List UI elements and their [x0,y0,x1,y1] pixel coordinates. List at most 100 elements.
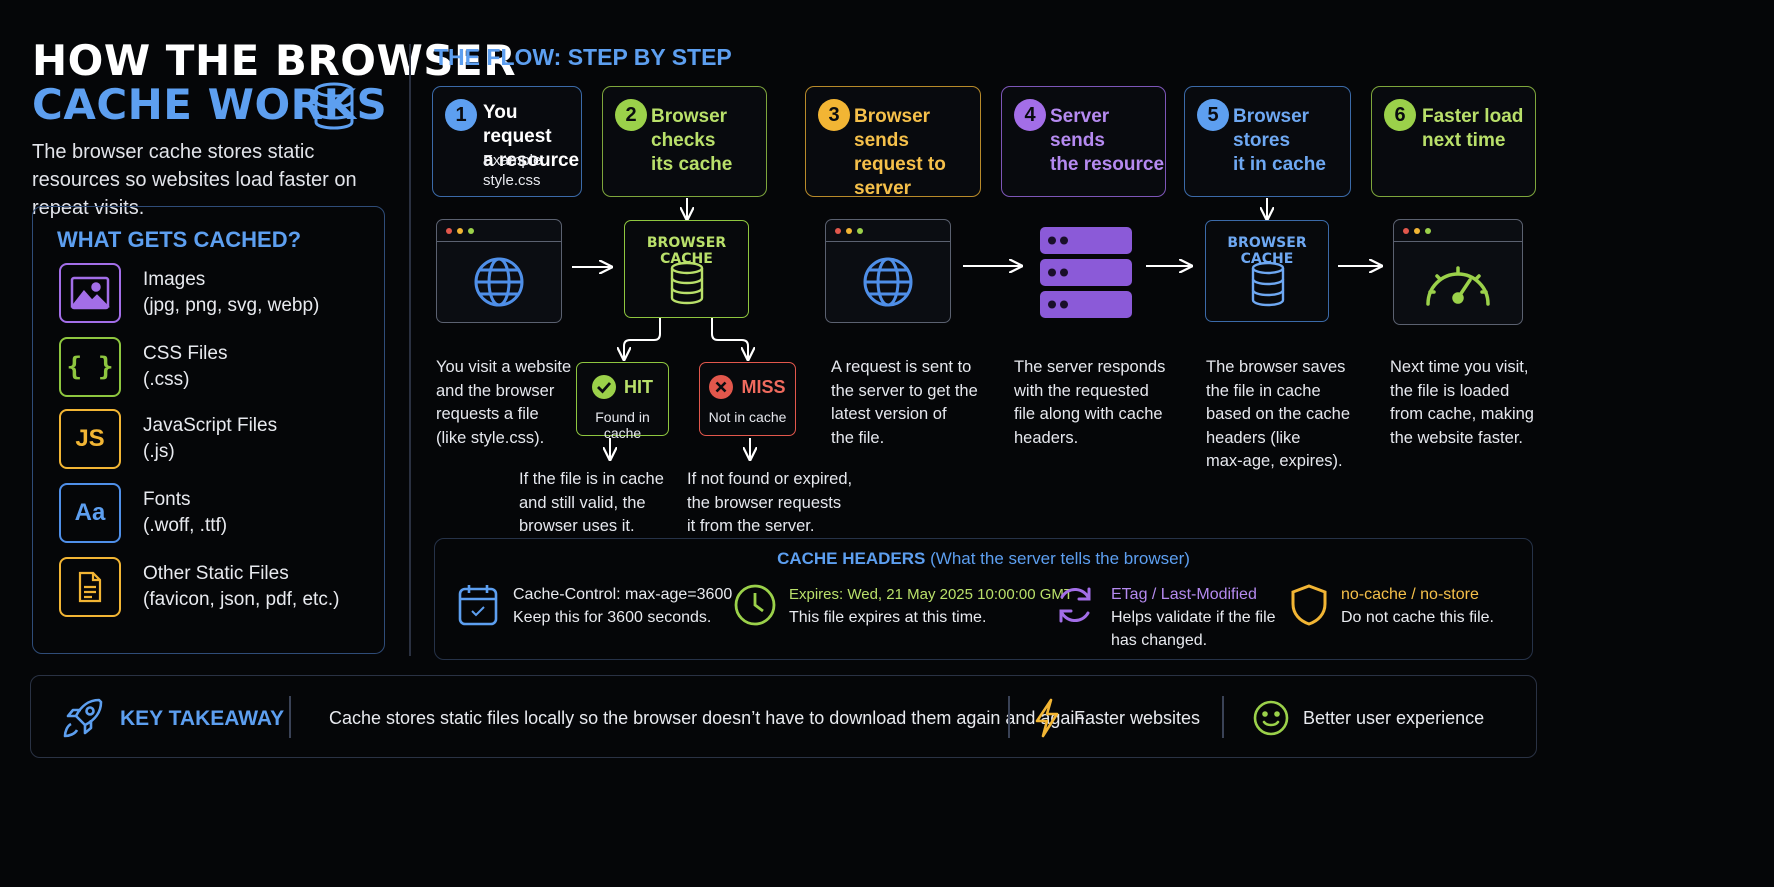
miss-title: MISS [741,376,786,397]
cache-label: BROWSER CACHE [646,235,727,267]
lightning-icon [1033,698,1061,738]
browser-window-2 [825,219,951,323]
divider [1222,696,1224,738]
cached-item-name: JavaScript Files [143,415,278,436]
step-line: the resource [1050,154,1165,175]
cached-item-detail: (.js) [143,441,175,462]
step-card-6: 6 Faster load next time [1371,86,1536,197]
divider [289,696,291,738]
miss-subtitle: Not in cache [708,409,787,425]
header-name: ETag / Last-Modified [1111,586,1257,603]
step-line: it in cache [1233,154,1326,175]
miss-description: If not found or expired,the browser requ… [687,470,853,535]
browser-window-3 [1393,219,1523,325]
calendar-icon [457,583,499,629]
browser-cache-box-2: BROWSER CACHE [1205,220,1329,322]
step-line: Faster load [1422,106,1524,127]
what-gets-cached-panel: WHAT GETS CACHED? Images (jpg, png, svg, … [32,206,385,654]
flow-title: THE FLOW: STEP BY STEP [434,44,732,70]
header-name: Expires: Wed, 21 May 2025 10:00:00 GMT [789,586,1074,603]
globe-icon [437,242,561,308]
speedometer-icon [1394,242,1522,310]
headers-title: CACHE HEADERS (What the server tells the… [777,549,1190,568]
step-number: 6 [1384,99,1416,131]
cached-item-name: Images [143,269,206,290]
hit-subtitle: Found in cache [595,409,650,441]
divider [1008,696,1010,738]
takeaway-label: KEY TAKEAWAY [120,707,285,730]
js-icon: JS [59,409,121,469]
cached-item-name: Fonts [143,489,191,510]
step-line: You request [483,102,552,147]
header-etag: ETag / Last-Modified Helps validate if t… [1053,583,1276,652]
page-subtitle: The browser cache stores static resource… [32,141,357,219]
database-icon [668,261,706,305]
css-braces-icon: { } [59,337,121,397]
server-icon [1040,227,1132,319]
browser-cache-box-1: BROWSER CACHE [624,220,749,318]
cached-item-images: Images (jpg, png, svg, webp) [59,263,319,323]
rocket-icon [59,694,107,742]
cached-item-detail: (favicon, json, pdf, etc.) [143,589,340,610]
shield-icon [1289,583,1329,629]
clock-icon [733,583,777,629]
header-expires: Expires: Wed, 21 May 2025 10:00:00 GMT T… [733,583,1073,629]
step-line: request to server [854,154,946,199]
step-card-4: 4 Server sends the resource [1001,86,1166,197]
cache-headers-panel: CACHE HEADERS (What the server tells the… [434,538,1533,660]
arrow-to-miss [711,318,748,358]
cache-label: BROWSER CACHE [1227,235,1307,267]
step-number: 2 [615,99,647,131]
header-name: Cache-Control: max-age=3600 [513,586,733,603]
cache-hit-box: HIT Found in cache [576,362,669,441]
header-desc: Helps validate if the file [1111,609,1276,626]
step-line: next time [1422,130,1506,151]
browser-window-1 [436,219,562,323]
cached-item-detail: (.css) [143,369,190,390]
smiley-icon [1252,699,1290,737]
step-line: a resource [483,150,580,171]
step-line: Server sends [1050,106,1110,151]
globe-icon [826,242,950,308]
cached-item-detail: (.woff, .ttf) [143,515,228,536]
step-number: 4 [1014,99,1046,131]
key-takeaway-bar: KEY TAKEAWAY Cache stores static files l… [30,675,1537,758]
cached-heading: WHAT GETS CACHED? [57,227,302,252]
step-number: 3 [818,99,850,131]
refresh-icon [1053,583,1097,652]
x-circle-icon [709,375,734,399]
step-example: Example: [483,152,546,169]
step-example: style.css [483,172,541,189]
font-icon: Aa [59,483,121,543]
step-line: its cache [651,154,733,175]
cached-item-name: Other Static Files [143,563,289,584]
database-icon [1249,261,1287,307]
header-no-cache: no-cache / no-store Do not cache this fi… [1289,583,1494,629]
step-line: Browser checks [651,106,728,151]
column-divider [409,44,411,656]
cached-item-fonts: Aa Fonts (.woff, .ttf) [59,483,227,543]
hit-title: HIT [624,376,653,397]
cached-item-detail: (jpg, png, svg, webp) [143,295,320,316]
document-icon [59,557,121,617]
cached-item-name: CSS Files [143,343,228,364]
header-desc: Do not cache this file. [1341,609,1494,626]
takeaway-text: Cache stores static files locally so the… [329,708,1090,728]
cached-item-other: Other Static Files (favicon, json, pdf, e… [59,557,339,617]
image-icon [59,263,121,323]
page-title-line1: HOW THE BROWSER [32,36,517,85]
cached-item-css: { } CSS Files (.css) [59,337,227,397]
header-cache-control: Cache-Control: max-age=3600 Keep this fo… [457,583,732,629]
cache-miss-box: MISS Not in cache [699,362,796,436]
database-icon [312,82,356,130]
header-desc: has changed. [1111,632,1208,649]
